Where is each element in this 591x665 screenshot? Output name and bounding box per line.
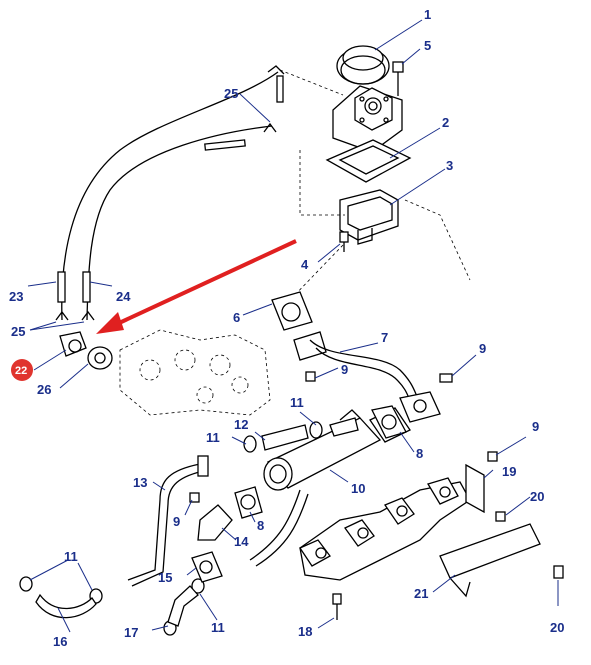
- callout-6[interactable]: 6: [233, 310, 240, 325]
- gasket[interactable]: [325, 139, 412, 183]
- water-hose[interactable]: [35, 504, 233, 627]
- leader-lines: [27, 19, 559, 633]
- callout-8[interactable]: 8: [416, 446, 423, 461]
- callout-labels: 1 5 25 2 3 4 23 24 6 25 7 9 22 26 9 11 9…: [9, 7, 564, 649]
- callout-11[interactable]: 11: [290, 395, 304, 410]
- callout-25[interactable]: 25: [224, 86, 238, 101]
- callout-24[interactable]: 24: [116, 289, 131, 304]
- callout-10[interactable]: 10: [351, 481, 365, 496]
- heat-shield[interactable]: [439, 523, 541, 598]
- callout-16[interactable]: 16: [53, 634, 67, 649]
- callout-9[interactable]: 9: [479, 341, 486, 356]
- callout-1[interactable]: 1: [424, 7, 431, 22]
- grommet[interactable]: [87, 346, 113, 370]
- callout-14[interactable]: 14: [234, 534, 249, 549]
- exhaust-manifold[interactable]: [299, 477, 471, 581]
- callout-3[interactable]: 3: [446, 158, 453, 173]
- callout-20[interactable]: 20: [530, 489, 544, 504]
- callout-20[interactable]: 20: [550, 620, 564, 635]
- callout-9[interactable]: 9: [532, 419, 539, 434]
- water-outlet[interactable]: [191, 551, 223, 583]
- hose-clamp[interactable]: [19, 421, 323, 636]
- callout-11[interactable]: 11: [206, 430, 220, 445]
- callout-8[interactable]: 8: [257, 518, 264, 533]
- callout-9[interactable]: 9: [173, 514, 180, 529]
- engine-block-outline: [119, 329, 271, 416]
- callout-7[interactable]: 7: [381, 330, 388, 345]
- callout-21[interactable]: 21: [414, 586, 428, 601]
- egr-valve[interactable]: [332, 45, 403, 153]
- callout-9[interactable]: 9: [341, 362, 348, 377]
- egr-pipe[interactable]: [293, 331, 441, 423]
- bolt[interactable]: [392, 61, 404, 96]
- callout-12[interactable]: 12: [234, 417, 248, 432]
- coolant-hose[interactable]: [261, 417, 359, 451]
- control-cable[interactable]: [57, 71, 284, 321]
- water-pipe[interactable]: [127, 455, 309, 587]
- callout-11[interactable]: 11: [211, 620, 225, 635]
- callout-2[interactable]: 2: [442, 115, 449, 130]
- cable-bracket[interactable]: [59, 331, 87, 357]
- callout-4[interactable]: 4: [301, 257, 309, 272]
- callout-25[interactable]: 25: [11, 324, 25, 339]
- callout-5[interactable]: 5: [424, 38, 431, 53]
- flange-gasket[interactable]: [271, 291, 313, 331]
- callout-18[interactable]: 18: [298, 624, 312, 639]
- highlighted-callout-22[interactable]: 22: [11, 359, 33, 381]
- bolt[interactable]: [305, 371, 453, 383]
- callout-11[interactable]: 11: [64, 549, 78, 564]
- bolt[interactable]: [189, 451, 564, 620]
- bracket[interactable]: [465, 463, 485, 514]
- pointer-arrow: [96, 239, 297, 334]
- bolt[interactable]: [339, 231, 349, 252]
- cooler-gasket[interactable]: [371, 405, 407, 439]
- egr-reed-valve[interactable]: [339, 189, 399, 245]
- callout-23[interactable]: 23: [9, 289, 23, 304]
- callout-15[interactable]: 15: [158, 570, 172, 585]
- callout-19[interactable]: 19: [502, 464, 516, 479]
- svg-text:22: 22: [15, 365, 27, 377]
- cooler-gasket[interactable]: [234, 486, 263, 519]
- callout-13[interactable]: 13: [133, 475, 147, 490]
- callout-17[interactable]: 17: [124, 625, 138, 640]
- cable-clip[interactable]: [55, 65, 285, 321]
- callout-26[interactable]: 26: [37, 382, 51, 397]
